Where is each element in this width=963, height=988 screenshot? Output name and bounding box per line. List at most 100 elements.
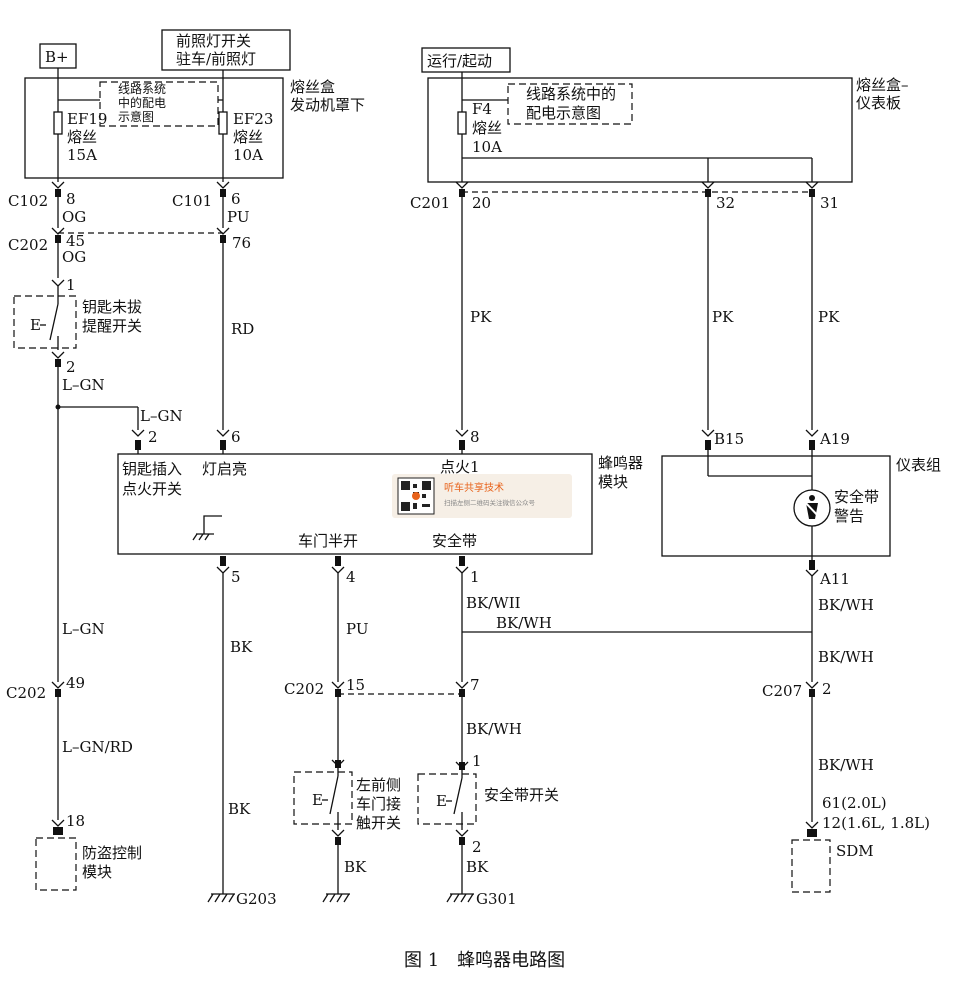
belt-warning-label-2: 警告 — [834, 507, 864, 525]
ground-icon — [192, 515, 222, 541]
seatbelt-warning-icon — [793, 489, 831, 527]
belt-switch-label: 安全带开关 — [484, 786, 559, 804]
theft-module-label-2: 模块 — [82, 863, 112, 881]
ground-icon: G301 — [446, 890, 517, 908]
c201-label: C201 — [410, 194, 450, 212]
b-plus-box: B+ — [39, 43, 77, 69]
f4-rating: 10A — [472, 138, 502, 156]
buzzer-label: 蜂鸣器 — [598, 454, 643, 472]
b-plus-label: B+ — [45, 48, 69, 66]
door-contact-switch: E 左前侧 车门接 触开关 BK — [293, 759, 401, 894]
wire-color-lgn-3: L–GN — [62, 620, 105, 638]
cluster-pin-a11: A11 — [819, 570, 850, 588]
lights-on-label: 灯启亮 — [202, 460, 247, 478]
run-start-label: 运行/起动 — [427, 52, 492, 70]
wire-color-lgnrd: L–GN/RD — [62, 738, 133, 756]
door-switch-label-3: 触开关 — [356, 814, 401, 832]
sdm-label: SDM — [836, 842, 874, 860]
ef23-type: 熔丝 — [233, 128, 263, 146]
wire-color-bkwh-4: BK/WH — [466, 720, 522, 738]
g301-label: G301 — [476, 890, 517, 908]
g203-label: G203 — [236, 890, 277, 908]
c202-pin-49: 49 — [66, 674, 85, 692]
c101-label: C101 — [172, 192, 212, 210]
c102-label: C102 — [8, 192, 48, 210]
wire-color-bk-2: BK — [228, 800, 251, 818]
ignition-label: 点火1 — [440, 458, 480, 476]
key-sw-pin-1: 1 — [66, 276, 76, 294]
buzzer-label-2: 模块 — [598, 473, 628, 491]
ef23-name: EF23 — [233, 110, 273, 128]
switch-e-label: E — [30, 316, 41, 334]
buzzer-pin-8: 8 — [470, 428, 480, 446]
wire-color-bk: BK — [230, 638, 253, 656]
belt-switch-e: E — [436, 792, 447, 810]
cluster-pin-a19: A19 — [819, 430, 850, 448]
door-ajar-label: 车门半开 — [298, 532, 358, 550]
key-sw-pin-2: 2 — [66, 358, 76, 376]
wire-color-bkwh-alt: BK/WII — [466, 594, 521, 612]
c207-label: C207 — [762, 682, 802, 700]
belt-warning-label: 安全带 — [834, 488, 879, 506]
fusebox-ip-label-2: 仪表板 — [856, 94, 901, 112]
qr-code-icon — [397, 477, 435, 515]
watermark-badge: 听车共享技术 扫描左侧二维码关注微信公众号 — [392, 474, 572, 518]
fusebox-ip: 熔丝盒– 仪表板 线路系统中的 配电示意图 F4 熔丝 10A — [427, 72, 909, 183]
sdm-pin-label-2: 12(1.6L, 1.8L) — [822, 814, 930, 832]
fusebox-engine: 熔丝盒 发动机罩下 线路系统 中的配电 示意图 EF19 熔丝 15A EF23… — [24, 68, 365, 182]
sdm-pin-label: 61(2.0L) — [822, 794, 887, 812]
distrib-note-large-2: 配电示意图 — [526, 104, 601, 122]
c202-pin-76: 76 — [232, 234, 251, 252]
distrib-note-small: 线路系统 — [118, 81, 166, 96]
c101-pin: 6 — [231, 190, 241, 208]
buzzer-pin-1: 1 — [470, 568, 480, 586]
key-reminder-switch: E 钥匙未拔 提醒开关 — [13, 295, 142, 350]
fuse-icon — [218, 111, 228, 135]
door-switch-label: 左前侧 — [356, 776, 401, 794]
fuse-icon — [457, 111, 467, 135]
fusebox-ip-label: 熔丝盒– — [856, 76, 909, 94]
ground-icon — [322, 893, 350, 903]
watermark-title: 听车共享技术 — [444, 481, 504, 494]
headlight-switch-label-2: 驻车/前照灯 — [176, 50, 256, 68]
lower-wiring: BK BK PU BK/WII BK/WH BK/WH BK/WH C202 4… — [6, 573, 874, 894]
c202-pin-7: 7 — [470, 676, 480, 694]
theft-control-module: 18 防盗控制 模块 — [35, 812, 142, 891]
wire-color-pk: PK — [470, 308, 492, 326]
wire-color-lgn-2: L–GN — [140, 407, 183, 425]
c202-label-mid: C202 — [284, 680, 324, 698]
buzzer-pin-5: 5 — [231, 568, 241, 586]
c202-pin-15: 15 — [346, 676, 365, 694]
key-insert-label: 钥匙插入 — [122, 460, 182, 478]
distrib-note-small-2: 中的配电 — [118, 95, 166, 110]
theft-module-label: 防盗控制 — [82, 844, 142, 862]
c102-pin: 8 — [66, 190, 76, 208]
left-branch-wiring: C202 45 OG 76 RD 1 — [8, 197, 254, 430]
ef23-rating: 10A — [233, 146, 263, 164]
wire-color-bkwh-3: BK/WH — [818, 648, 874, 666]
wire-color-rd: RD — [231, 320, 254, 338]
fuse-icon — [53, 111, 63, 135]
wire-color-pu: PU — [227, 208, 249, 226]
sdm-module: 61(2.0L) 12(1.6L, 1.8L) SDM — [791, 794, 930, 893]
wire-color-bkwh: BK/WH — [496, 614, 552, 632]
headlight-switch-box: 前照灯开关 驻车/前照灯 — [161, 29, 291, 71]
c202-label-left: C202 — [6, 684, 46, 702]
theft-pin-18: 18 — [66, 812, 85, 830]
wire-color-pk-3: PK — [818, 308, 840, 326]
seatbelt-switch: 1 E 安全带开关 2 BK — [417, 752, 559, 894]
ef19-type: 熔丝 — [67, 128, 97, 146]
wire-color-lgn: L–GN — [62, 376, 105, 394]
key-switch-label-2: 提醒开关 — [82, 317, 142, 335]
distrib-note-small-3: 示意图 — [118, 109, 154, 124]
key-switch-out: 2 L–GN L–GN L–GN — [51, 351, 183, 682]
watermark-subtitle: 扫描左侧二维码关注微信公众号 — [444, 498, 536, 507]
c201-pin-31: 31 — [820, 194, 839, 212]
belt-switch-pin-1: 1 — [472, 752, 482, 770]
belt-switch-pin-2: 2 — [472, 838, 482, 856]
connectors-top: C102 8 OG C101 6 PU C201 20 32 31 — [8, 181, 839, 226]
wire-color-bkwh-2: BK/WH — [818, 596, 874, 614]
fusebox-engine-label: 熔丝盒 — [290, 78, 335, 96]
figure-caption: 图 1 蜂鸣器电路图 — [404, 950, 565, 971]
key-insert-label-2: 点火开关 — [122, 480, 182, 498]
